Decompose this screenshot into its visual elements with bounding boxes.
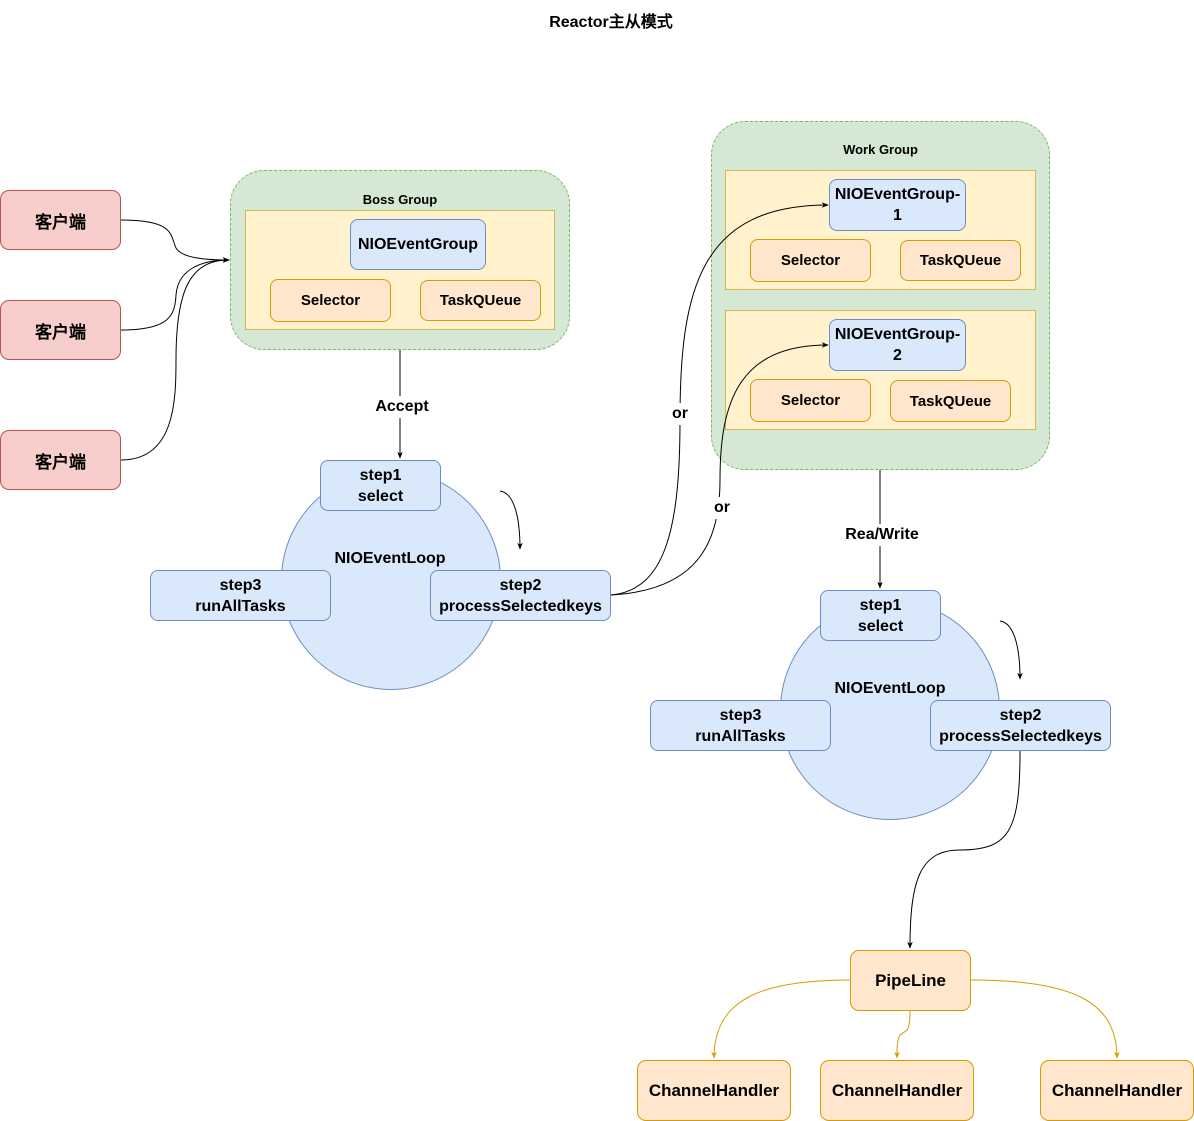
work-group-label: Work Group: [843, 141, 918, 157]
boss-group-label: Boss Group: [362, 191, 438, 207]
work-event-loop-label: NIOEventLoop: [834, 680, 946, 697]
work-task-queue-1[interactable]: TaskQUeue: [900, 240, 1021, 281]
work-task-queue-2[interactable]: TaskQUeue: [890, 380, 1011, 422]
work-nio-event-group-2[interactable]: NIOEventGroup- 2: [829, 319, 966, 371]
work-nio-event-group-1[interactable]: NIOEventGroup- 1: [829, 179, 966, 231]
boss-selector[interactable]: Selector: [270, 279, 391, 322]
channel-handler-3[interactable]: ChannelHandler: [1040, 1060, 1194, 1121]
boss-step2-process-selected-keys[interactable]: step2 processSelectedkeys: [430, 570, 611, 621]
work-step1-select[interactable]: step1 select: [820, 590, 941, 641]
client-node-1[interactable]: 客户端: [0, 190, 121, 250]
client-node-2[interactable]: 客户端: [0, 300, 121, 360]
boss-event-loop-label: NIOEventLoop: [334, 550, 446, 567]
client-node-3[interactable]: 客户端: [0, 430, 121, 490]
channel-handler-1[interactable]: ChannelHandler: [637, 1060, 791, 1121]
edge-label-read-write: Rea/Write: [838, 524, 926, 546]
edge-label-or-2: or: [710, 497, 734, 519]
pipeline-node[interactable]: PipeLine: [850, 950, 971, 1011]
boss-step3-run-all-tasks[interactable]: step3 runAllTasks: [150, 570, 331, 621]
boss-step1-select[interactable]: step1 select: [320, 460, 441, 511]
work-step2-process-selected-keys[interactable]: step2 processSelectedkeys: [930, 700, 1111, 751]
work-selector-2[interactable]: Selector: [750, 379, 871, 422]
edge-label-accept: Accept: [370, 396, 434, 418]
work-selector-1[interactable]: Selector: [750, 239, 871, 282]
boss-task-queue[interactable]: TaskQUeue: [420, 280, 541, 321]
client-label: 客户端: [35, 322, 86, 342]
diagram-title: Reactor主从模式: [549, 14, 673, 31]
client-label: 客户端: [35, 212, 86, 232]
edge-label-or-1: or: [668, 403, 692, 425]
boss-nio-event-group[interactable]: NIOEventGroup: [350, 219, 486, 270]
work-step3-run-all-tasks[interactable]: step3 runAllTasks: [650, 700, 831, 751]
channel-handler-2[interactable]: ChannelHandler: [820, 1060, 974, 1121]
client-label: 客户端: [35, 452, 86, 472]
